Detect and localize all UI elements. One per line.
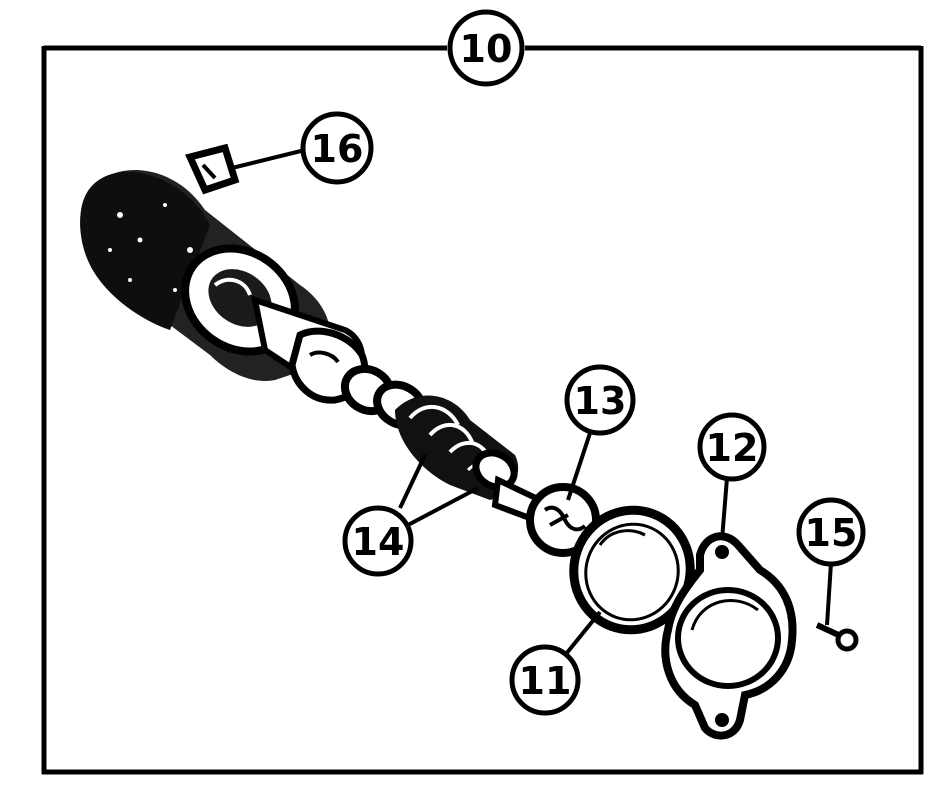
clip — [185, 143, 240, 195]
callout-11-label: 11 — [519, 659, 572, 703]
frame-border — [41, 45, 924, 775]
screw — [815, 622, 859, 652]
piston-shaft — [251, 295, 369, 404]
end-cap — [661, 532, 797, 740]
callout-14-label: 14 — [352, 520, 405, 564]
leader-lines — [231, 148, 833, 656]
callout-16-label: 16 — [311, 127, 364, 171]
callout-13: 13 — [564, 364, 636, 436]
callout-12-label: 12 — [706, 426, 759, 470]
spring — [395, 395, 519, 500]
callout-11: 11 — [509, 644, 581, 716]
assembly-label-10: 10 — [447, 9, 525, 87]
callout-13-label: 13 — [574, 379, 627, 423]
callout-15-label: 15 — [805, 511, 858, 555]
callout-16: 16 — [300, 111, 374, 185]
assembly-label-text: 10 — [460, 27, 513, 71]
callout-12: 12 — [697, 412, 767, 482]
callout-15: 15 — [796, 497, 866, 567]
callout-14: 14 — [342, 505, 414, 577]
